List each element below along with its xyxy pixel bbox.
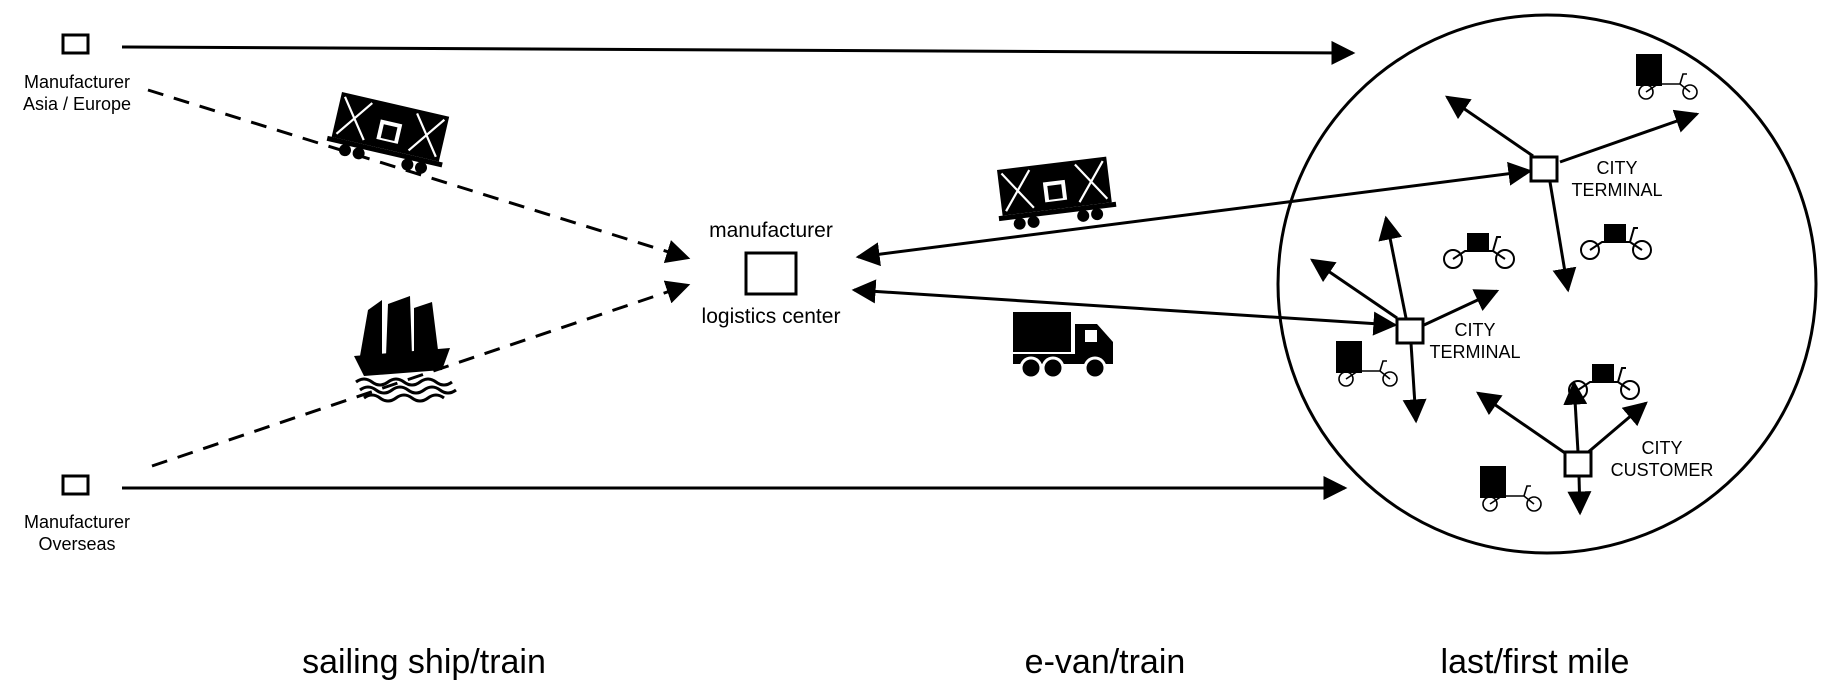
double-arrow-logistics-terminal-1 xyxy=(855,161,1533,267)
delivery-truck-icon xyxy=(1013,312,1113,380)
city-terminal-1-line2: TERMINAL xyxy=(1571,179,1663,200)
manufacturer-overseas-label: Manufacturer Overseas xyxy=(6,512,148,555)
terminal-2-arrows xyxy=(1310,215,1500,424)
cargo-bike-icon xyxy=(1568,363,1640,400)
city-terminal-2-line1: CITY xyxy=(1454,320,1496,340)
stage-label-sailing: sailing ship/train xyxy=(302,643,546,681)
logistics-center-bottom-label: logistics center xyxy=(701,305,841,328)
city-customer-node xyxy=(1563,450,1593,478)
city-terminal-1-label: CITY TERMINAL xyxy=(1562,158,1672,201)
double-arrow-logistics-terminal-2 xyxy=(851,279,1398,336)
stage-label-evan: e-van/train xyxy=(1024,643,1186,681)
city-area-circle xyxy=(1276,13,1818,555)
city-terminal-1-node xyxy=(1529,155,1559,183)
city-customer-line2: CUSTOMER xyxy=(1610,459,1714,480)
manufacturer-overseas-line2: Overseas xyxy=(38,533,116,554)
dashed-arrow-asia-to-logistics xyxy=(147,88,691,264)
cargo-bike-icon xyxy=(1479,465,1542,512)
cargo-bike-icon xyxy=(1580,223,1652,260)
manufacturer-asia-line1: Manufacturer xyxy=(23,72,131,92)
customer-arrows xyxy=(1476,380,1648,516)
city-customer-label: CITY CUSTOMER xyxy=(1602,438,1722,481)
manufacturer-overseas-line1: Manufacturer xyxy=(23,512,131,532)
stage-label-lastmile: last/first mile xyxy=(1440,643,1630,681)
city-terminal-1-line1: CITY xyxy=(1596,158,1638,178)
manufacturer-asia-line2: Asia / Europe xyxy=(22,93,132,114)
cargo-bike-icon xyxy=(1635,53,1698,100)
logistics-center-top-label: manufacturer xyxy=(709,219,833,242)
manufacturer-overseas-node xyxy=(61,474,90,496)
dashed-arrow-overseas-to-logistics xyxy=(151,280,691,468)
arrow-asia-to-city xyxy=(121,40,1356,65)
manufacturer-asia-node xyxy=(61,33,90,55)
city-customer-line1: CITY xyxy=(1641,438,1683,458)
cargo-bike-icon xyxy=(1335,340,1398,387)
manufacturer-asia-label: Manufacturer Asia / Europe xyxy=(6,72,148,115)
terminal-1-arrows xyxy=(1445,95,1700,293)
city-terminal-2-line2: TERMINAL xyxy=(1429,341,1521,362)
freight-wagon-icon xyxy=(991,155,1119,234)
sailing-ship-icon xyxy=(354,296,457,403)
city-terminal-2-node xyxy=(1395,317,1425,345)
cargo-bike-icon xyxy=(1443,232,1515,269)
logistics-center-node xyxy=(744,251,798,296)
city-terminal-2-label: CITY TERMINAL xyxy=(1420,320,1530,363)
